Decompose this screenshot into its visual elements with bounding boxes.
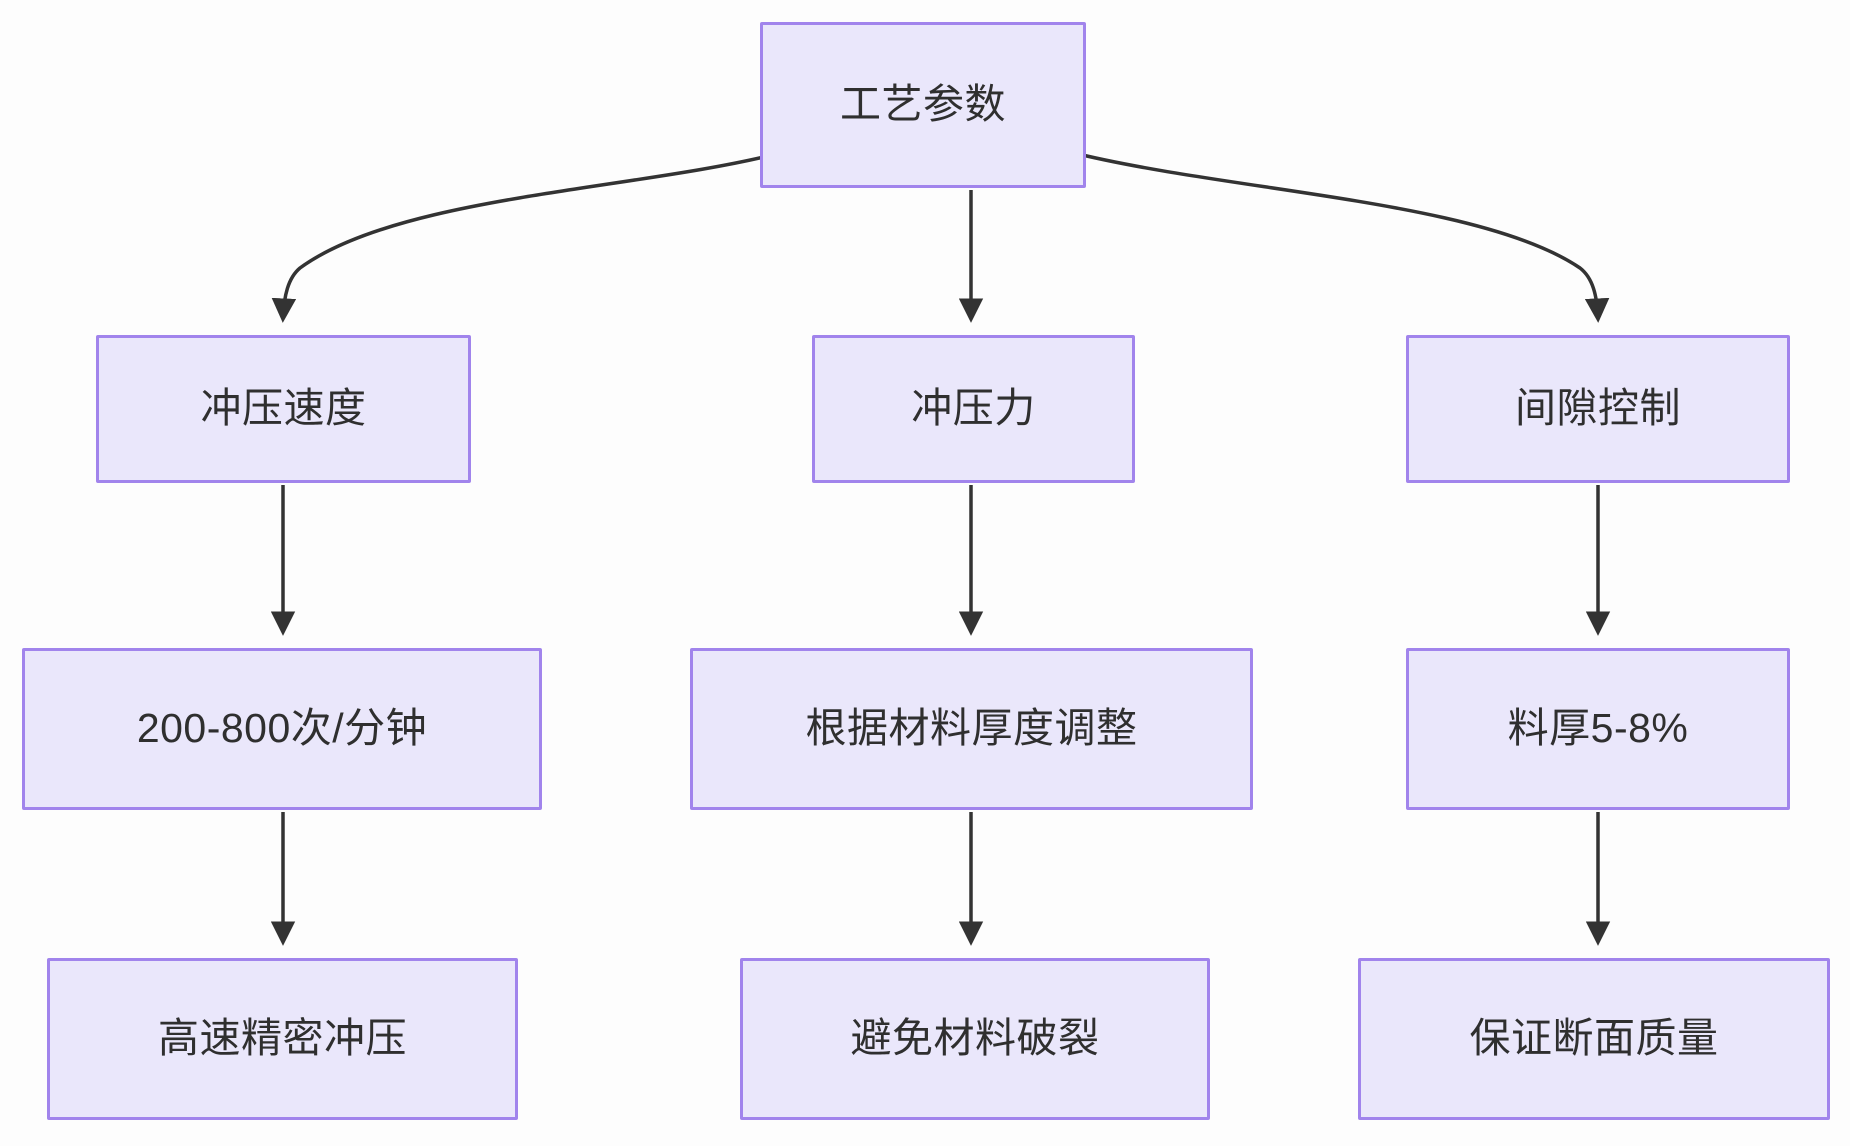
node-high-speed-precision-stamping[interactable]: 高速精密冲压 <box>47 958 518 1120</box>
node-label: 冲压力 <box>911 385 1036 432</box>
node-label: 料厚5-8% <box>1507 705 1689 752</box>
node-label: 200-800次/分钟 <box>136 705 428 752</box>
node-adjust-by-material-thickness[interactable]: 根据材料厚度调整 <box>690 648 1253 810</box>
node-stamping-speed[interactable]: 冲压速度 <box>96 335 471 483</box>
node-label: 高速精密冲压 <box>158 1015 407 1062</box>
node-label: 保证断面质量 <box>1469 1015 1719 1062</box>
node-avoid-material-cracking[interactable]: 避免材料破裂 <box>740 958 1210 1120</box>
node-label: 冲压速度 <box>200 385 367 432</box>
node-stroke-rate-range[interactable]: 200-800次/分钟 <box>22 648 542 810</box>
node-label: 间隙控制 <box>1515 385 1681 432</box>
node-stamping-force[interactable]: 冲压力 <box>812 335 1135 483</box>
node-label: 根据材料厚度调整 <box>805 705 1138 752</box>
node-process-parameters[interactable]: 工艺参数 <box>760 22 1086 188</box>
edge-root-to-clearance-control <box>1069 150 1610 323</box>
node-label: 避免材料破裂 <box>850 1015 1100 1062</box>
node-ensure-section-quality[interactable]: 保证断面质量 <box>1358 958 1830 1120</box>
node-label: 工艺参数 <box>840 81 1006 128</box>
node-clearance-control[interactable]: 间隙控制 <box>1406 335 1790 483</box>
node-thickness-percentage[interactable]: 料厚5-8% <box>1406 648 1790 810</box>
edge-root-to-stamping-speed <box>271 150 785 323</box>
